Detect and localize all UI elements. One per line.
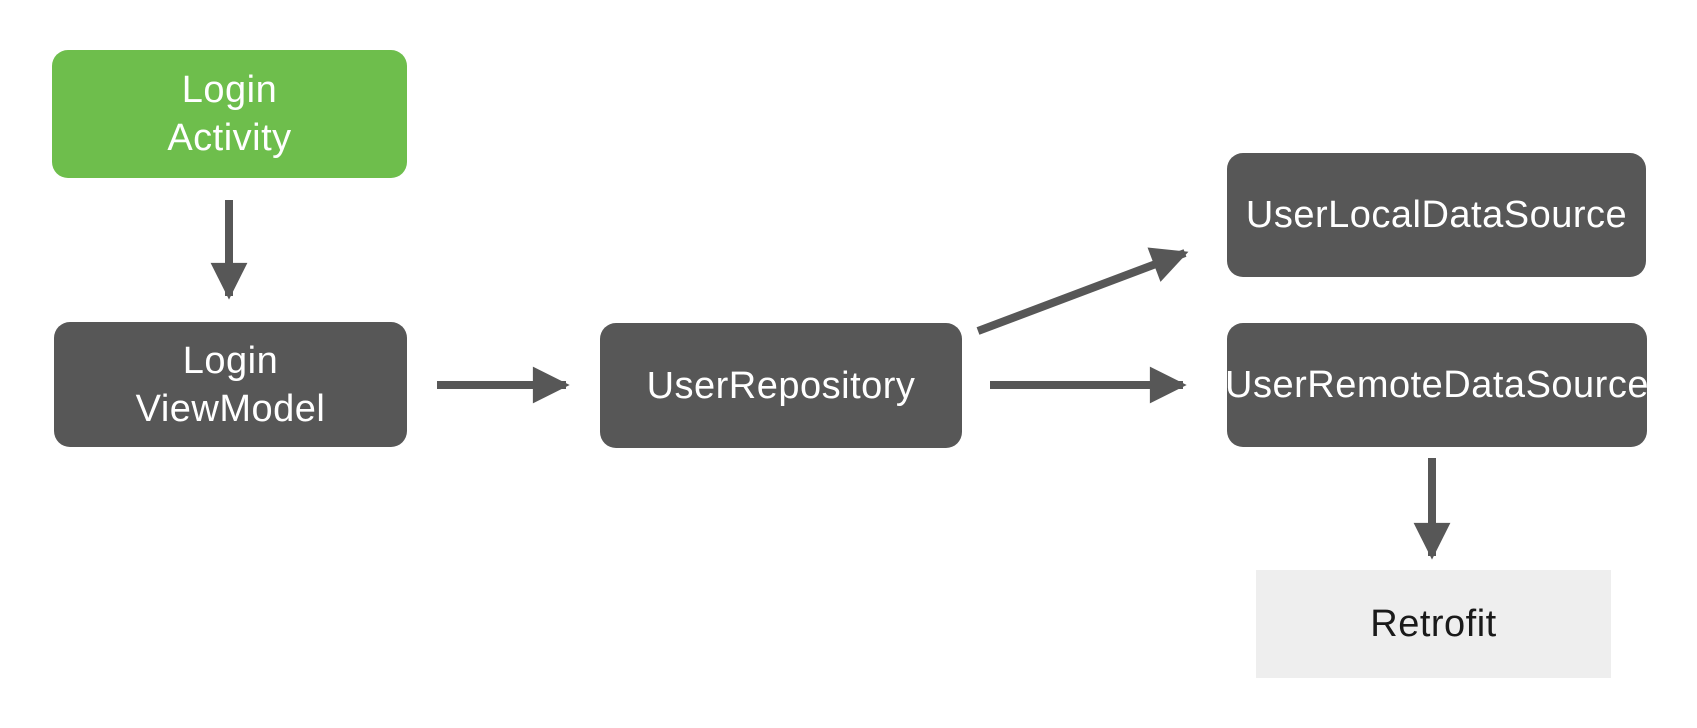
node-login-viewmodel: Login ViewModel [54, 322, 407, 447]
node-login-activity: Login Activity [52, 50, 407, 178]
node-user-repository: UserRepository [600, 323, 962, 448]
node-retrofit: Retrofit [1256, 570, 1611, 678]
arrow-user-repository-to-user-local-data-source [976, 247, 1189, 335]
node-user-local-data-source: UserLocalDataSource [1227, 153, 1646, 277]
node-user-remote-data-source: UserRemoteDataSource [1225, 323, 1648, 447]
